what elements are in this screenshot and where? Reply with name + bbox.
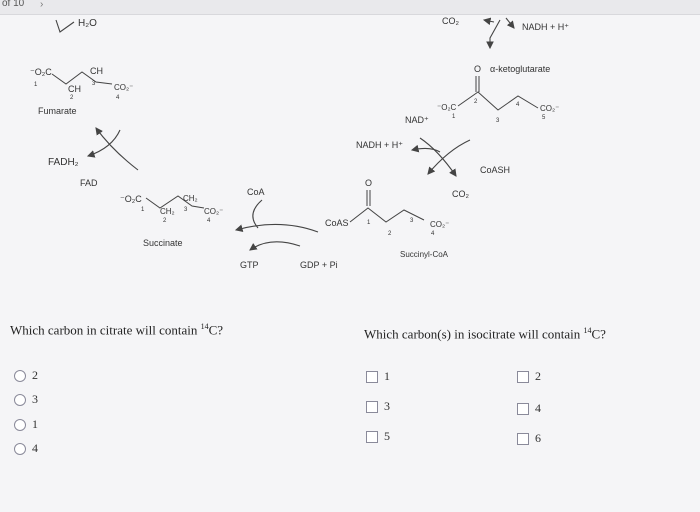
alpha-ketoglutarate-structure: O α-ketoglutarate ⁻O₂C 1 2 3 4 CO₂⁻ 5 [437, 64, 559, 124]
radio-button[interactable] [14, 442, 26, 455]
question-isocitrate: Which carbon(s) in isocitrate will conta… [364, 326, 606, 342]
svg-text:4: 4 [116, 95, 120, 101]
co2-release-label: CO₂ [452, 189, 470, 199]
fad-label: FAD [80, 178, 98, 188]
nadh-top-label: NADH + H⁺ [522, 22, 569, 32]
top-toolbar: of 10 › [0, 0, 700, 15]
svg-text:3: 3 [410, 218, 414, 224]
isocitrate-option[interactable]: 1 [366, 369, 390, 384]
svg-text:4: 4 [431, 231, 435, 237]
coa-label: CoA [247, 187, 265, 197]
co2-top-label: CO₂ [442, 16, 460, 26]
fumarate-structure: ⁻O₂C 1 CH CH 2 3 CO₂⁻ 4 Fumarate [30, 66, 133, 116]
svg-text:CoAS: CoAS [325, 218, 349, 228]
isocitrate-option[interactable]: 2 [517, 369, 541, 384]
fad-reaction-arrows: FADH₂ FAD [48, 127, 139, 188]
chevron-right-icon[interactable]: › [40, 0, 44, 10]
svg-text:4: 4 [516, 102, 520, 108]
question-citrate: Which carbon in citrate will contain 14C… [10, 322, 224, 338]
svg-text:O: O [474, 64, 481, 74]
isocitrate-option[interactable]: 4 [517, 401, 541, 416]
succinate-structure: ⁻O₂C 1 CH₂ CH₂ 2 3 CO₂⁻ 4 Succinate [120, 194, 223, 248]
page-indicator: of 10 [2, 0, 25, 9]
checkbox[interactable] [366, 430, 378, 443]
coash-label: CoASH [480, 165, 510, 175]
svg-text:CH: CH [68, 84, 81, 94]
svg-text:3: 3 [184, 207, 188, 213]
radio-button[interactable] [14, 418, 26, 431]
svg-text:4: 4 [207, 218, 211, 224]
citrate-option[interactable]: 4 [14, 441, 38, 456]
svg-text:1: 1 [141, 207, 145, 213]
h2o-arrow: H₂O [55, 18, 97, 33]
svg-text:3: 3 [92, 81, 96, 87]
svg-text:2: 2 [70, 95, 74, 101]
citrate-option[interactable]: 3 [14, 392, 38, 407]
isocitrate-option[interactable]: 3 [366, 399, 390, 414]
gtp-label: GTP [240, 260, 259, 270]
svg-text:5: 5 [542, 115, 546, 121]
svg-text:CH: CH [90, 66, 103, 76]
fumarate-label: Fumarate [38, 106, 77, 116]
succinyl-coa-label: Succinyl-CoA [400, 250, 449, 259]
checkbox[interactable] [517, 402, 529, 415]
radio-button[interactable] [14, 393, 26, 406]
isocitrate-option[interactable]: 6 [517, 431, 541, 446]
svg-text:CO₂⁻: CO₂⁻ [204, 207, 223, 216]
succinate-label: Succinate [143, 238, 183, 248]
gdp-pi-label: GDP + Pi [300, 260, 338, 270]
svg-text:1: 1 [34, 82, 38, 88]
top-decarboxylation-arrows: CO₂ NADH + H⁺ [442, 16, 569, 50]
svg-text:2: 2 [163, 218, 167, 224]
tca-cycle-scheme: H₂O ⁻O₂C 1 CH CH 2 3 CO₂⁻ 4 Fumarate FAD… [30, 16, 569, 270]
nad-plus-label: NAD⁺ [405, 115, 429, 125]
radio-button[interactable] [14, 369, 26, 382]
succinyl-coa-structure: O CoAS 1 2 3 CO₂⁻ 4 Succinyl-CoA [325, 178, 449, 259]
checkbox[interactable] [517, 432, 529, 445]
checkbox[interactable] [366, 400, 378, 413]
svg-text:⁻O₂C: ⁻O₂C [437, 103, 457, 112]
svg-text:⁻O₂C: ⁻O₂C [120, 194, 142, 204]
svg-text:CO₂⁻: CO₂⁻ [114, 83, 133, 92]
svg-text:⁻O₂C: ⁻O₂C [30, 67, 52, 77]
svg-text:2: 2 [388, 231, 392, 237]
checkbox[interactable] [517, 370, 529, 383]
isocitrate-option[interactable]: 5 [366, 429, 390, 444]
h2o-label: H₂O [78, 18, 97, 29]
gtp-reaction-arrows: CoA GTP GDP + Pi [234, 187, 338, 270]
nad-reaction-arrows: NADH + H⁺ NAD⁺ CO₂ CoASH [356, 115, 510, 199]
svg-text:O: O [365, 178, 372, 188]
checkbox[interactable] [366, 370, 378, 383]
nadh-left-label: NADH + H⁺ [356, 140, 403, 150]
svg-text:2: 2 [474, 99, 478, 105]
fadh2-label: FADH₂ [48, 157, 79, 168]
svg-text:CO₂⁻: CO₂⁻ [430, 220, 449, 229]
alpha-ketoglutarate-label: α-ketoglutarate [490, 64, 550, 74]
svg-text:CH₂: CH₂ [160, 207, 175, 216]
svg-text:3: 3 [496, 118, 500, 124]
svg-text:1: 1 [367, 220, 371, 226]
citrate-option[interactable]: 2 [14, 368, 38, 383]
svg-text:CH₂: CH₂ [183, 194, 198, 203]
svg-text:CO₂⁻: CO₂⁻ [540, 104, 559, 113]
svg-text:1: 1 [452, 114, 456, 120]
citrate-option[interactable]: 1 [14, 417, 38, 432]
